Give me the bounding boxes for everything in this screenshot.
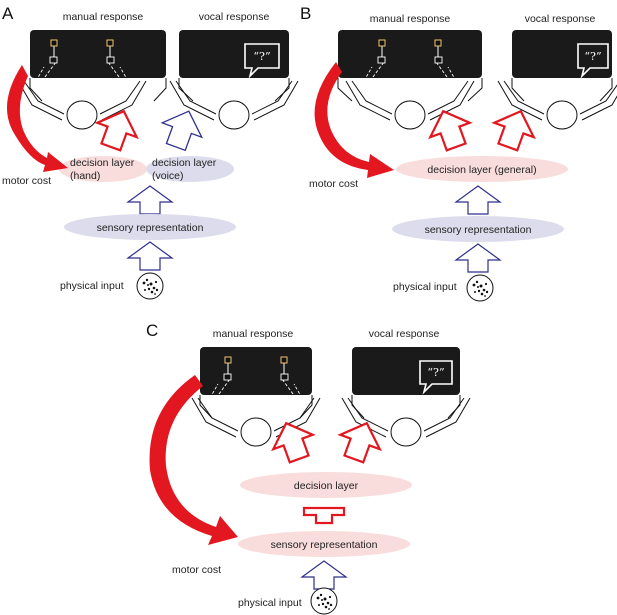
arrow-sensory-to-decision-a xyxy=(127,185,173,215)
vocal-response-label-a: vocal response xyxy=(199,11,270,23)
decision-general-label-b: decision layer (general) xyxy=(427,164,536,176)
panel-letter-b: B xyxy=(300,4,311,23)
motor-cost-label-b: motor cost xyxy=(309,178,358,190)
physical-input-label-c: physical input xyxy=(238,597,302,609)
physical-input-label-a: physical input xyxy=(60,280,124,292)
arrow-hand-to-manual-a xyxy=(90,102,145,156)
panel-c: C manual response vocal response “?” dec… xyxy=(146,321,471,615)
physical-input-label-b: physical input xyxy=(393,281,457,293)
motor-cost-arrow-b xyxy=(314,62,394,178)
sensory-representation-b xyxy=(392,216,564,242)
sensory-label-c: sensory representation xyxy=(271,539,378,551)
speech-bubble-text-c: “?” xyxy=(427,366,444,379)
decision-hand-line1-a: decision layer xyxy=(70,157,135,169)
arrow-voice-to-vocal-a xyxy=(155,103,210,155)
decision-voice-line1-a: decision layer xyxy=(152,157,217,169)
motor-cost-label-c: motor cost xyxy=(172,564,221,576)
vocal-response-label-b: vocal response xyxy=(525,13,596,25)
physical-input-dots-c xyxy=(310,587,338,615)
sensory-label-a: sensory representation xyxy=(97,222,204,234)
speech-bubble-c: “?” xyxy=(419,360,453,395)
arrow-decision-to-vocal-c xyxy=(333,414,388,468)
arrow-input-to-sensory-c xyxy=(301,560,347,590)
panel-letter-a: A xyxy=(2,4,14,23)
sensory-representation-a xyxy=(64,214,236,240)
speech-bubble-a: “?” xyxy=(244,43,280,79)
manual-response-screen-a xyxy=(17,30,167,130)
speech-bubble-text-b: “?” xyxy=(584,50,601,63)
arrow-sensory-to-decision-b xyxy=(455,185,501,215)
arrow-input-to-sensory-b xyxy=(455,243,501,273)
manual-response-screen-b xyxy=(337,30,483,130)
decision-voice-line2-a: (voice) xyxy=(152,170,184,182)
vocal-response-screen-a: “?” xyxy=(169,30,299,130)
motor-cost-arrow-a xyxy=(6,65,68,172)
decision-layer-general-b xyxy=(396,156,568,182)
motor-cost-label-a: motor cost xyxy=(2,175,51,187)
manual-response-label-c: manual response xyxy=(213,328,294,340)
decision-label-c: decision layer xyxy=(294,480,359,492)
physical-input-dots-a xyxy=(136,272,164,300)
panel-letter-c: C xyxy=(146,321,158,340)
motor-cost-arrow-c xyxy=(149,375,238,545)
panel-b: B manual response vocal response “?” dec… xyxy=(300,4,617,302)
vocal-response-screen-b: “?” xyxy=(497,30,617,130)
sensory-label-b: sensory representation xyxy=(425,224,532,236)
arrow-decision-to-vocal-b xyxy=(487,102,542,156)
decision-layer-c xyxy=(240,472,412,498)
sensory-representation-c xyxy=(238,531,410,557)
manual-response-label-a: manual response xyxy=(63,11,144,23)
decision-layer-voice-a xyxy=(146,156,234,182)
speech-bubble-text-a: “?” xyxy=(253,50,270,63)
arrow-input-to-sensory-a xyxy=(127,241,173,271)
manual-response-label-b: manual response xyxy=(370,13,451,25)
vocal-response-label-c: vocal response xyxy=(369,328,440,340)
decision-layer-hand-a xyxy=(59,156,147,182)
physical-input-dots-b xyxy=(466,274,494,302)
arrow-sensory-to-decision-c xyxy=(302,506,346,525)
vocal-response-screen-c: “?” xyxy=(341,347,471,447)
decision-hand-line2-a: (hand) xyxy=(70,170,100,182)
manual-response-screen-c xyxy=(191,347,321,447)
arrow-decision-to-manual-b xyxy=(422,102,477,156)
arrow-decision-to-manual-c xyxy=(265,414,320,468)
speech-bubble-b: “?” xyxy=(577,43,609,79)
panel-a: A manual response vocal response “?” xyxy=(2,4,299,300)
